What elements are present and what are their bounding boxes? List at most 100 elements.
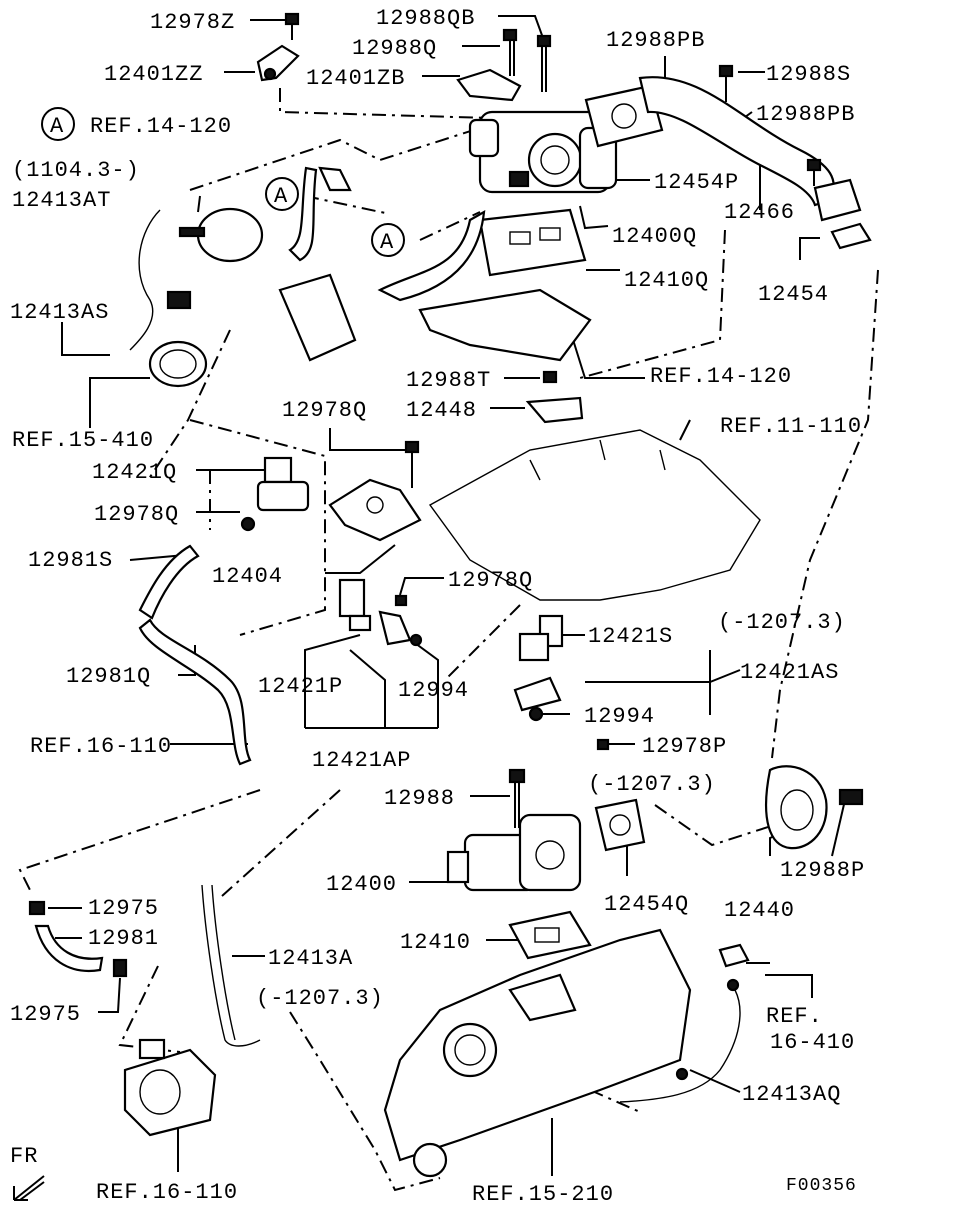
label-12975-b: 12975: [10, 1002, 81, 1027]
label-ref-16-110-b: REF.16-110: [96, 1180, 238, 1205]
label-ref-16-110-a: REF.16-110: [30, 734, 172, 759]
part-labels: 12978Z 12988QB 12988Q 12401ZZ 12401ZB 12…: [10, 6, 865, 1207]
label-12421AS: 12421AS: [740, 660, 839, 685]
vacuum-pump-icon: [123, 1038, 217, 1137]
label-circle-A-legend: A: [50, 114, 64, 139]
bracket-12404-icon: [328, 478, 422, 542]
label-12410: 12410: [400, 930, 471, 955]
bracket-12410Q-icon: [418, 208, 592, 362]
label-ref-15-210: REF.15-210: [472, 1182, 614, 1207]
label-12988T: 12988T: [406, 368, 491, 393]
label-12404: 12404: [212, 564, 283, 589]
label-ref-11-110: REF.11-110: [720, 414, 862, 439]
label-note-1104-3: (1104.3-): [12, 158, 140, 183]
bolt-12988Q-icon: [502, 28, 518, 76]
bracket-12421AS-icon: [513, 676, 562, 722]
bolt-12978Q-a-icon: [404, 440, 420, 488]
label-12988PB-right: 12988PB: [756, 102, 855, 127]
label-12421Q: 12421Q: [92, 460, 177, 485]
plate-12410-icon: [508, 910, 592, 960]
label-note-1207-3-c: (-1207.3): [256, 986, 384, 1011]
label-ref-14-120-A: REF.14-120: [90, 114, 232, 139]
label-12400Q: 12400Q: [612, 224, 697, 249]
label-12988QB: 12988QB: [376, 6, 475, 31]
label-12400: 12400: [326, 872, 397, 897]
label-12981Q: 12981Q: [66, 664, 151, 689]
gasket-12454Q-icon: [594, 798, 646, 852]
label-12401ZZ: 12401ZZ: [104, 62, 203, 87]
hose-12981-icon: [34, 924, 104, 973]
label-12413AQ: 12413AQ: [742, 1082, 841, 1107]
label-note-1207-3-a: (-1207.3): [718, 610, 846, 635]
leader-lines: [48, 15, 846, 1176]
bolt-12988PB-icon: [806, 158, 822, 186]
bolt-12978Q-c-icon: [394, 594, 408, 607]
intake-manifold-ref-15-210-icon: [383, 928, 692, 1178]
solenoid-12421S-icon: [518, 614, 564, 662]
vacuum-tank-icon: [178, 207, 357, 362]
engine-cover-ref-11-110-icon: [428, 429, 761, 601]
label-12994-a: 12994: [398, 678, 469, 703]
label-12401ZB: 12401ZB: [306, 66, 405, 91]
circle-A-marker-lower: [371, 223, 405, 257]
clip-12975-b-icon: [112, 958, 128, 978]
bolt-12988S-icon: [718, 64, 734, 102]
label-12978Q-b: 12978Q: [94, 502, 179, 527]
bolt-12988-icon: [508, 768, 526, 828]
bolt-12988P-icon: [838, 788, 864, 806]
label-ref-14-120: REF.14-120: [650, 364, 792, 389]
label-12981S: 12981S: [28, 548, 113, 573]
label-12978Q-c: 12978Q: [448, 568, 533, 593]
pipe-12466-icon: [638, 76, 862, 222]
label-12413AT: 12413AT: [12, 188, 111, 213]
solenoid-12421P-icon: [338, 578, 423, 647]
label-fr: FR: [10, 1144, 38, 1169]
label-ref-15-410: REF.15-410: [12, 428, 154, 453]
bracket-12448-icon: [525, 396, 584, 424]
bracket-12401ZB-icon: [456, 68, 522, 102]
solenoid-12421Q-icon: [240, 456, 310, 532]
label-12421P: 12421P: [258, 674, 343, 699]
label-12981: 12981: [88, 926, 159, 951]
bracket-12401ZZ-icon: [256, 44, 300, 82]
label-12421AP: 12421AP: [312, 748, 411, 773]
clamp-ring-icon: [148, 340, 208, 388]
hose-12413A-icon: [201, 884, 261, 1047]
hose-12413AS-icon: [129, 209, 192, 351]
gasket-12454P-icon: [584, 84, 664, 148]
label-12988P: 12988P: [780, 858, 865, 883]
label-circle-A-lower: A: [380, 230, 394, 255]
label-12975-a: 12975: [88, 896, 159, 921]
label-12978P: 12978P: [642, 734, 727, 759]
clip-12975-a-icon: [28, 900, 46, 916]
label-12988S: 12988S: [766, 62, 851, 87]
label-12454P: 12454P: [654, 170, 739, 195]
label-12448: 12448: [406, 398, 477, 423]
egr-valve-12400-icon: [446, 813, 582, 892]
hose-A-lower-icon: [377, 209, 486, 302]
label-ref-16-410-line1: REF.: [766, 1004, 823, 1029]
label-circle-A-upper: A: [274, 184, 288, 209]
circle-A-marker-legend: [41, 107, 75, 141]
label-12413AS: 12413AS: [10, 300, 109, 325]
hose-A-upper-icon: [288, 166, 352, 262]
label-12410Q: 12410Q: [624, 268, 709, 293]
bolt-12978Z-icon: [284, 12, 300, 40]
bolt-12988T-icon: [542, 370, 558, 384]
label-12978Z: 12978Z: [150, 10, 235, 35]
bolt-12978P-icon: [596, 738, 610, 751]
pipe-12440-icon: [765, 765, 828, 850]
hose-12981S-icon: [138, 544, 252, 766]
label-12454: 12454: [758, 282, 829, 307]
label-ref-16-410-line2: 16-410: [770, 1030, 855, 1055]
gasket-12454-icon: [830, 222, 872, 250]
label-12440: 12440: [724, 898, 795, 923]
circle-A-marker-upper: [265, 177, 299, 211]
front-direction-arrow-icon: [13, 1175, 45, 1201]
label-12454Q: 12454Q: [604, 892, 689, 917]
label-12988PB-top: 12988PB: [606, 28, 705, 53]
label-12978Q-a: 12978Q: [282, 398, 367, 423]
label-12466: 12466: [724, 200, 795, 225]
figure-code: F00356: [786, 1176, 857, 1196]
